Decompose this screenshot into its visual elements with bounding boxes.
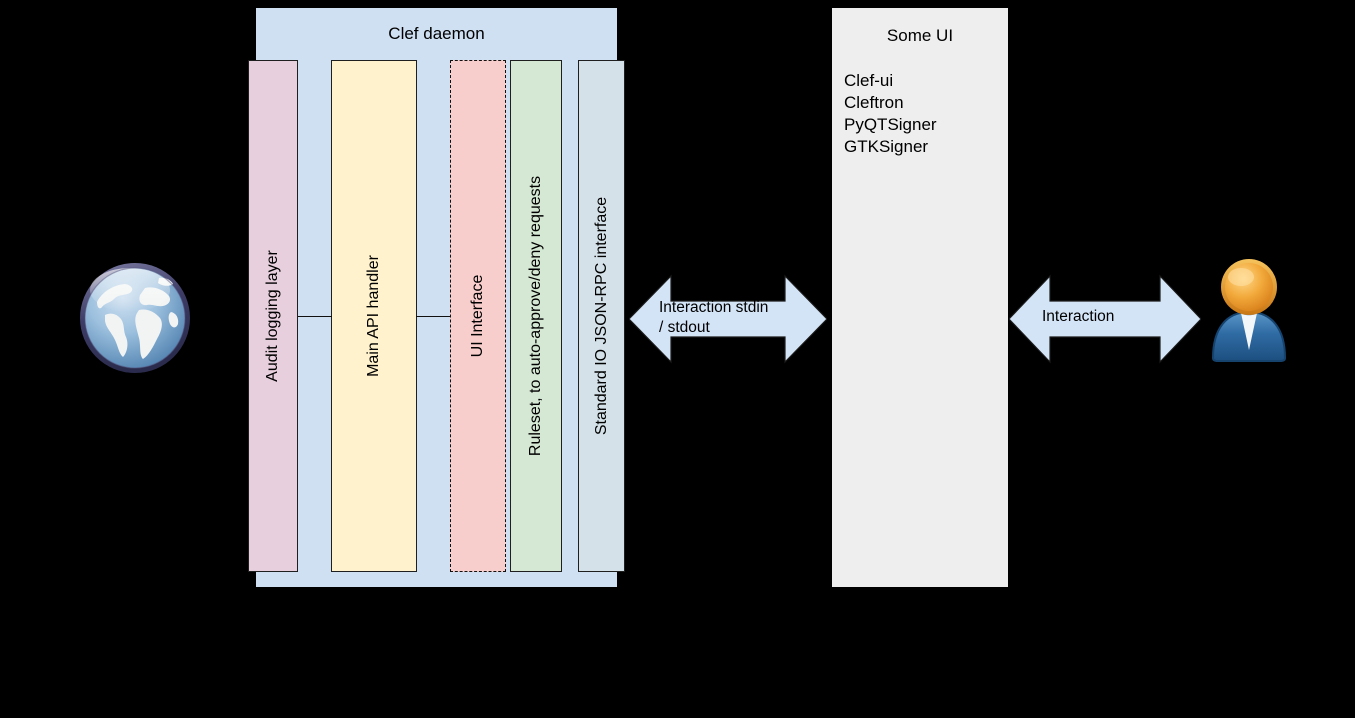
interaction-arrow: Interaction: [1009, 272, 1201, 366]
stdio-arrow-label: Interaction stdin / stdout: [659, 299, 769, 336]
ruleset-box[interactable]: Ruleset, to auto-approve/deny requests: [510, 60, 562, 572]
list-item: Cleftron: [844, 93, 904, 112]
some-ui-title: Some UI: [886, 26, 954, 45]
some-ui-list: Clef-ui Cleftron PyQTSigner GTKSigner: [844, 70, 937, 158]
connector-api-to-ui: [416, 316, 451, 317]
audit-logging-layer-label: Audit logging layer: [264, 250, 281, 382]
standard-io-jsonrpc-label: Standard IO JSON-RPC interface: [592, 196, 610, 436]
main-api-handler-label: Main API handler: [365, 255, 382, 377]
audit-logging-layer-box[interactable]: Audit logging layer: [248, 60, 298, 572]
list-item: Clef-ui: [844, 71, 894, 90]
list-item: PyQTSigner: [844, 115, 937, 134]
stdio-arrow: Interaction stdin / stdout: [629, 272, 827, 366]
main-api-handler-box[interactable]: Main API handler: [331, 60, 417, 572]
clef-daemon-title: Clef daemon: [388, 24, 485, 43]
ui-interface-label: UI Interface: [469, 274, 486, 358]
standard-io-jsonrpc-box[interactable]: Standard IO JSON-RPC interface: [578, 60, 625, 572]
ui-interface-box[interactable]: UI Interface: [450, 60, 506, 572]
clef-daemon-container: Clef daemon: [256, 8, 617, 587]
connector-audit-to-api: [298, 316, 332, 317]
some-ui-panel: Some UI Clef-ui Cleftron PyQTSigner GTKS…: [832, 8, 1008, 587]
globe-icon: [75, 258, 195, 378]
ruleset-label: Ruleset, to auto-approve/deny requests: [527, 175, 544, 457]
list-item: GTKSigner: [844, 137, 929, 156]
user-icon: [1203, 254, 1295, 362]
interaction-arrow-label: Interaction: [1042, 308, 1115, 325]
